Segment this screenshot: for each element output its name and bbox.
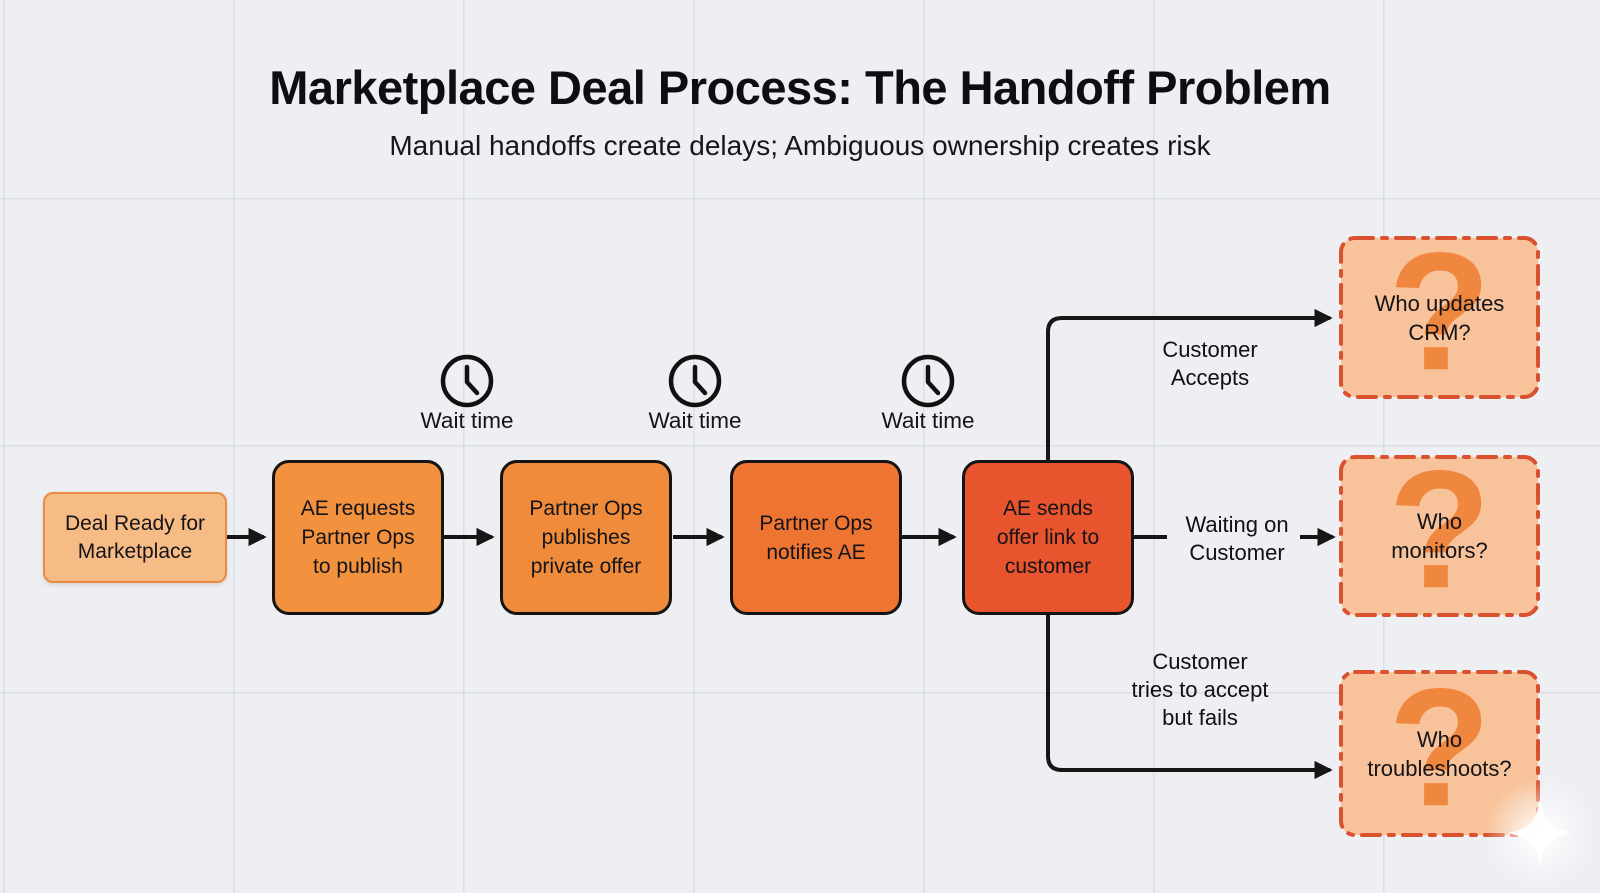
wait-time-label: Wait time <box>420 408 514 433</box>
node-who-updates-crm: ? Who updates CRM? <box>1341 227 1538 397</box>
clock-icon <box>440 354 494 408</box>
clock-icon <box>668 354 722 408</box>
node-label: AE requests Partner Ops to publish <box>300 497 416 578</box>
node-partner-ops-notifies: Partner Ops notifies AE <box>730 460 902 615</box>
node-label: Who monitors? <box>1391 509 1488 563</box>
node-deal-ready: Deal Ready for Marketplace <box>43 492 227 583</box>
edge-label-waiting-on-customer: Waiting on Customer <box>1185 512 1289 565</box>
wait-clocks <box>440 354 955 408</box>
node-label: Partner Ops publishes private offer <box>529 497 643 578</box>
question-box-frames <box>1339 236 1540 837</box>
edge-label-customer-tries-fails: Customer tries to accept but fails <box>1131 649 1269 730</box>
node-who-monitors: ? Who monitors? <box>1341 445 1538 615</box>
page-title: Marketplace Deal Process: The Handoff Pr… <box>269 61 1331 114</box>
wait-time-label: Wait time <box>648 408 742 433</box>
wait-time-label: Wait time <box>881 408 975 433</box>
node-label: Partner Ops notifies AE <box>759 511 873 564</box>
node-partner-ops-publishes: Partner Ops publishes private offer <box>500 460 672 615</box>
arrow-to-who-updates-crm <box>1046 308 1333 460</box>
node-label: AE sends offer link to customer <box>996 497 1100 578</box>
flow-arrows <box>227 308 1336 780</box>
node-label: Deal Ready for Marketplace <box>64 511 206 563</box>
node-label: Who troubleshoots? <box>1367 726 1512 781</box>
node-who-troubleshoots: ? Who troubleshoots? <box>1341 663 1538 835</box>
page-subtitle: Manual handoffs create delays; Ambiguous… <box>389 130 1211 161</box>
node-ae-sends-offer-link: AE sends offer link to customer <box>962 460 1134 615</box>
node-ae-requests-publish: AE requests Partner Ops to publish <box>272 460 444 615</box>
arrow-to-who-troubleshoots <box>1046 615 1333 780</box>
clock-icon <box>901 354 955 408</box>
sparkle-watermark <box>1485 778 1595 888</box>
edge-label-customer-accepts: Customer Accepts <box>1162 337 1258 390</box>
node-label: Who updates CRM? <box>1374 290 1505 345</box>
